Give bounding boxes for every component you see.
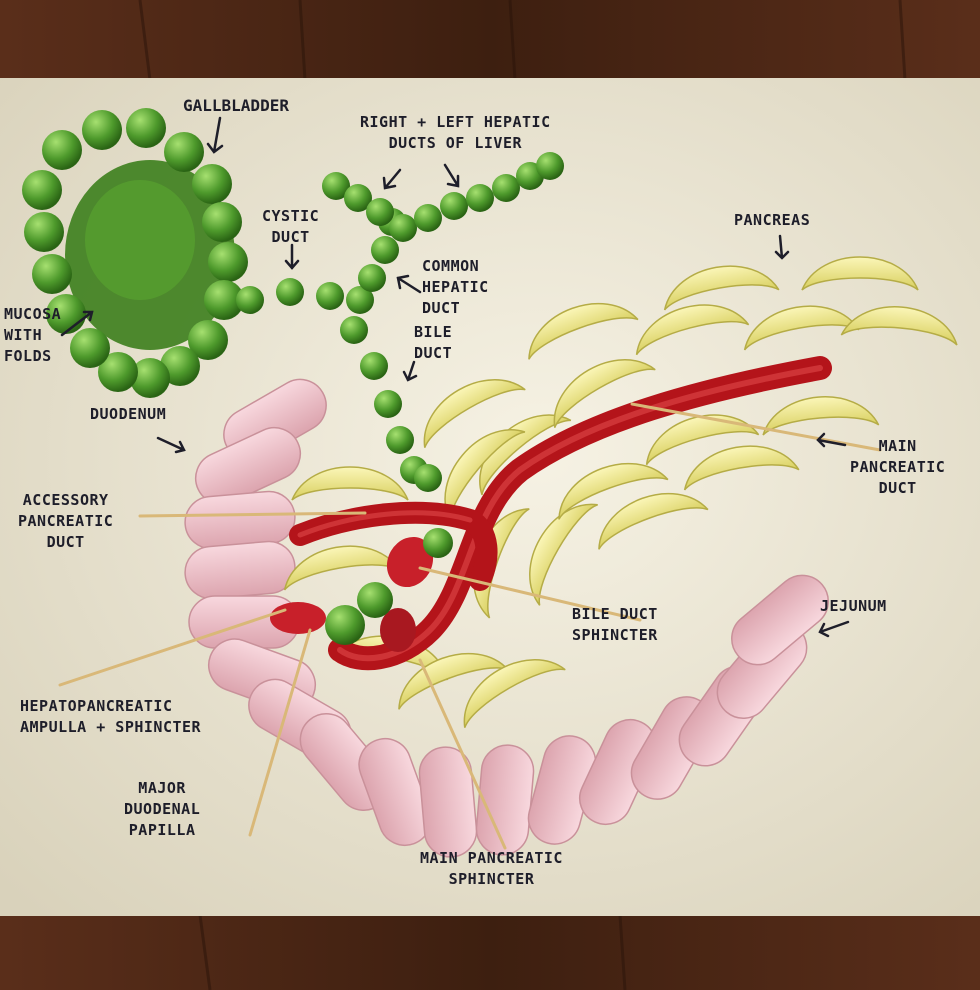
green-pea <box>358 264 386 292</box>
green-pea <box>236 286 264 314</box>
banana-candy <box>683 445 800 491</box>
green-pea <box>202 202 242 242</box>
banana-candy <box>801 256 919 291</box>
banana-candy <box>645 414 760 466</box>
ink-arrows <box>60 116 850 638</box>
pink-marshmallow <box>358 737 432 847</box>
pink-marshmallows <box>184 378 829 858</box>
green-gummy-1 <box>325 605 365 645</box>
label-gallbladder: GALLBLADDER <box>183 96 289 115</box>
green-pea <box>346 286 374 314</box>
banana-candy <box>743 305 860 351</box>
green-pea <box>492 174 520 202</box>
pink-marshmallow <box>418 746 478 858</box>
label-hepatic-ducts: RIGHT + LEFT HEPATIC DUCTS OF LIVER <box>360 113 551 152</box>
label-bile-duct: BILE DUCT <box>414 323 453 362</box>
green-pea <box>192 164 232 204</box>
green-pea <box>188 320 228 360</box>
banana-candy <box>558 462 669 520</box>
green-pea <box>164 132 204 172</box>
green-pea <box>536 152 564 180</box>
green-pea <box>32 254 72 294</box>
green-gummy-3 <box>423 528 453 558</box>
banana-candy <box>463 659 566 728</box>
green-pea <box>160 346 200 386</box>
banana-candy <box>663 265 780 311</box>
banana-candy <box>553 359 656 428</box>
pink-marshmallow <box>731 574 829 666</box>
label-common-hepatic-duct: COMMON HEPATIC DUCT <box>422 257 489 317</box>
green-pea <box>204 280 244 320</box>
green-pea <box>360 352 388 380</box>
green-pea <box>440 192 468 220</box>
green-candy-peas <box>22 108 564 492</box>
label-major-duodenal-papilla: MAJOR DUODENAL PAPILLA <box>124 779 201 839</box>
green-pea <box>70 328 110 368</box>
label-accessory-pancreatic-duct: ACCESSORY PANCREATIC DUCT <box>18 491 114 551</box>
label-mucosa: MUCOSA WITH FOLDS <box>4 305 62 365</box>
red-gummy-2 <box>270 602 326 634</box>
banana-candy <box>598 492 709 550</box>
banana-candy <box>528 302 639 360</box>
green-pea <box>344 184 372 212</box>
pink-marshmallow <box>194 426 302 506</box>
banana-candy <box>444 429 526 522</box>
green-pea <box>371 236 399 264</box>
green-pea <box>414 204 442 232</box>
label-main-pancreatic-sphincter: MAIN PANCREATIC SPHINCTER <box>420 849 563 888</box>
green-pea <box>366 198 394 226</box>
green-pea <box>389 214 417 242</box>
green-pea <box>322 172 350 200</box>
green-pea <box>126 108 166 148</box>
green-pea <box>22 170 62 210</box>
toothpicks <box>58 402 882 850</box>
wood-grain <box>138 0 907 990</box>
red-gummy-3 <box>380 608 416 652</box>
green-pea <box>208 242 248 282</box>
green-pea <box>466 184 494 212</box>
banana-candy <box>762 396 880 436</box>
green-pea <box>374 390 402 418</box>
banana-candy <box>291 466 409 501</box>
green-pea <box>386 426 414 454</box>
green-pea <box>276 278 304 306</box>
green-pea <box>42 130 82 170</box>
banana-candies <box>283 256 958 728</box>
label-cystic-duct: CYSTIC DUCT <box>262 207 320 246</box>
banana-candy <box>423 379 526 448</box>
pink-marshmallow <box>475 744 535 856</box>
green-pea <box>316 282 344 310</box>
label-bile-duct-sphincter: BILE DUCT SPHINCTER <box>572 605 658 644</box>
label-jejunum: JEJUNUM <box>820 597 887 615</box>
pink-marshmallow <box>184 540 296 600</box>
green-pea <box>130 358 170 398</box>
label-pancreas: PANCREAS <box>734 211 811 229</box>
green-pea <box>98 352 138 392</box>
banana-candy <box>529 503 598 606</box>
red-gummy-1 <box>386 536 434 588</box>
green-pea <box>414 464 442 492</box>
green-gummy-2 <box>357 582 393 618</box>
green-pea <box>24 212 64 252</box>
label-duodenum: DUODENUM <box>90 405 167 423</box>
green-pea <box>340 316 368 344</box>
label-main-pancreatic-duct: MAIN PANCREATIC DUCT <box>850 437 946 497</box>
banana-candy <box>840 306 958 346</box>
banana-candy <box>635 304 750 356</box>
pink-marshmallow <box>184 490 296 550</box>
green-pea <box>82 110 122 150</box>
label-hepatopancreatic-ampulla: HEPATOPANCREATIC AMPULLA + SPHINCTER <box>20 697 202 736</box>
